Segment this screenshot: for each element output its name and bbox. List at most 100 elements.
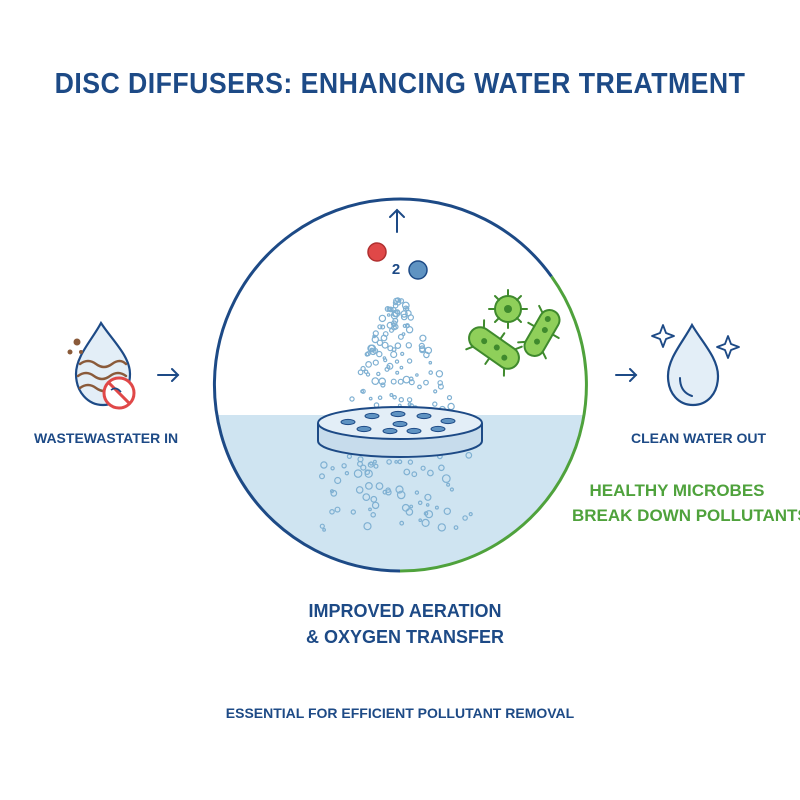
bubble <box>424 493 432 501</box>
bubble <box>362 493 371 502</box>
page-title: DISC DIFFUSERS: ENHANCING WATER TREATMEN… <box>54 68 746 100</box>
bubble <box>405 342 412 349</box>
bubble <box>441 474 451 484</box>
bubble <box>397 459 403 465</box>
bubble <box>399 520 405 526</box>
bubble <box>415 373 419 377</box>
bubble <box>438 464 445 472</box>
bubble <box>446 482 451 487</box>
circle-outline-navy <box>212 197 553 573</box>
bubble <box>424 510 434 519</box>
bubble <box>390 306 397 313</box>
bubble <box>378 314 387 323</box>
bubble <box>389 393 394 398</box>
bubble <box>395 370 400 375</box>
bubble <box>394 460 399 464</box>
bubble <box>399 365 404 370</box>
no-symbol-icon <box>102 376 136 410</box>
bubble <box>427 469 434 477</box>
bubble <box>449 487 454 492</box>
bubble <box>334 506 341 513</box>
bubble <box>377 395 383 401</box>
bubble <box>364 469 373 478</box>
bubble <box>433 389 438 394</box>
bubble <box>406 397 413 403</box>
bubble <box>371 377 380 386</box>
bubble <box>424 346 433 355</box>
bubble <box>381 341 389 349</box>
bubble <box>404 323 410 329</box>
bubble <box>384 366 390 372</box>
aeration-caption: IMPROVED AERATION & OXYGEN TRANSFER <box>250 598 560 650</box>
bubble <box>372 334 377 339</box>
oxygen-subscript: 2 <box>392 261 400 278</box>
bubble <box>421 518 430 528</box>
bubble <box>392 394 397 400</box>
sparkle-icon <box>651 324 675 348</box>
arrow-right-icon <box>157 368 180 382</box>
bubble <box>391 322 396 327</box>
bubble <box>400 313 408 321</box>
clean-water-out-label: CLEAN WATER OUT <box>631 430 767 446</box>
bubble <box>395 485 404 494</box>
bubble <box>367 461 374 468</box>
bubble <box>320 461 328 469</box>
bubble <box>401 503 410 512</box>
bubble <box>400 351 405 356</box>
bubble <box>397 378 404 385</box>
bubble <box>370 495 378 503</box>
bubble <box>398 397 404 403</box>
microbes-caption-line2: BREAK DOWN POLLUTANTS <box>572 506 800 525</box>
bubble <box>453 525 459 530</box>
bubble <box>368 507 372 512</box>
bubble <box>414 490 420 495</box>
bubble <box>372 359 379 366</box>
bubble <box>417 500 423 506</box>
aeration-caption-line1: IMPROVED AERATION <box>308 601 502 621</box>
bubble <box>319 523 325 529</box>
bubble <box>420 465 426 471</box>
bubble <box>417 384 422 390</box>
bubble <box>382 356 387 360</box>
bubble <box>329 489 335 494</box>
bubble <box>390 350 398 359</box>
bubble <box>322 528 327 532</box>
bubble <box>437 380 444 386</box>
clean-water-drop-icon <box>666 322 720 407</box>
bubble <box>360 388 366 394</box>
bubble <box>418 518 423 523</box>
bubble <box>462 515 468 521</box>
arrow-right-icon <box>615 368 638 382</box>
bubble <box>350 509 356 515</box>
bubble <box>377 324 383 330</box>
microbes-caption: HEALTHY MICROBES BREAK DOWN POLLUTANTS <box>572 478 800 528</box>
bubble <box>465 451 473 459</box>
bubble <box>372 348 379 354</box>
bubble <box>376 350 383 358</box>
footer-note: ESSENTIAL FOR EFFICIENT POLLUTANT REMOVA… <box>225 705 575 721</box>
bubble <box>376 339 384 346</box>
bubble <box>355 486 364 494</box>
bubble <box>425 503 430 507</box>
bubble <box>365 361 373 368</box>
bubble <box>357 369 364 376</box>
bubble <box>437 383 444 390</box>
bubble <box>390 311 399 320</box>
bubble <box>411 471 418 478</box>
disc-diffuser-icon <box>317 406 483 458</box>
bubble <box>428 360 433 365</box>
bubble <box>401 332 406 337</box>
bubble <box>363 522 372 531</box>
wastewater-in-label: WASTEWASTATER IN <box>34 430 179 446</box>
bubble <box>368 396 373 401</box>
bubble <box>397 298 402 303</box>
bubble <box>434 505 439 510</box>
bubble <box>394 359 400 364</box>
bubble <box>341 463 347 469</box>
bubble <box>319 473 326 480</box>
sparkle-icon <box>716 335 740 359</box>
microbes-caption-line1: HEALTHY MICROBES <box>589 481 765 500</box>
bubble <box>365 372 371 377</box>
bubble <box>418 342 425 349</box>
